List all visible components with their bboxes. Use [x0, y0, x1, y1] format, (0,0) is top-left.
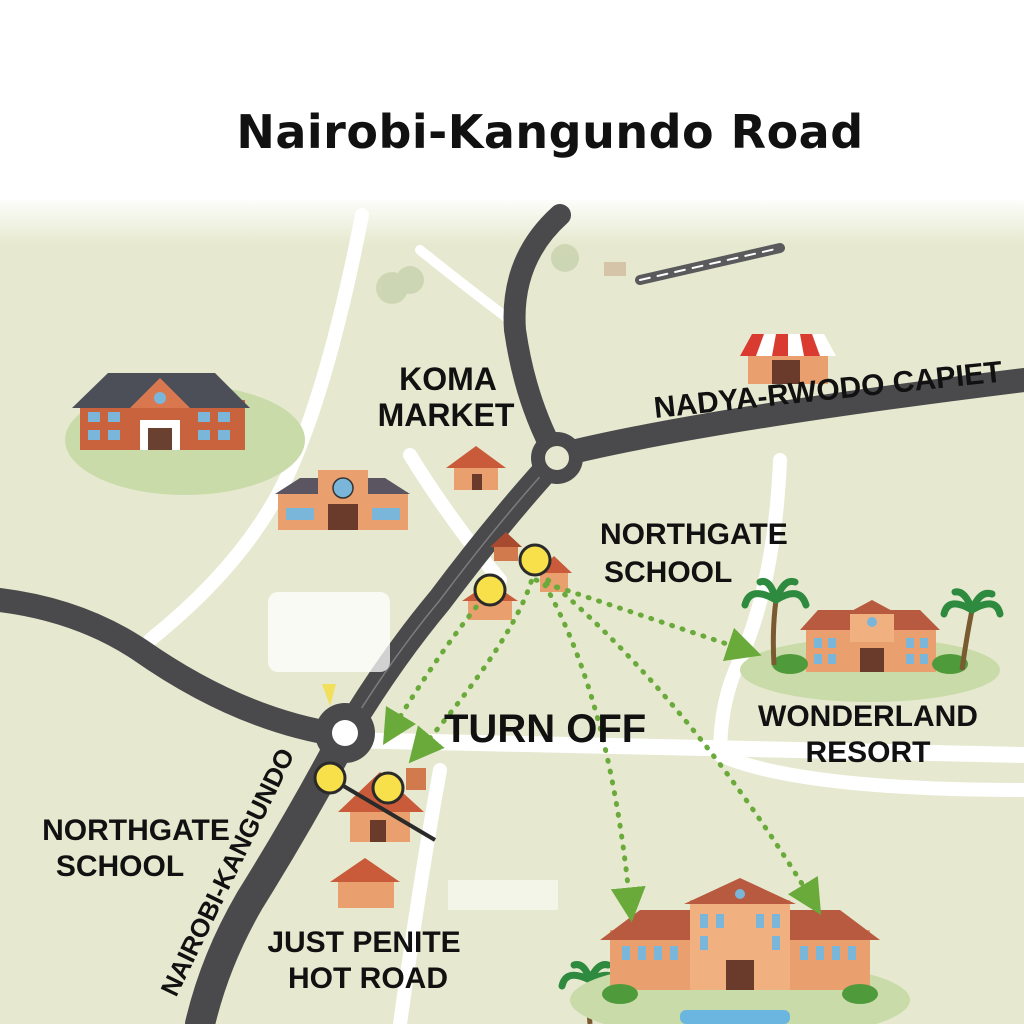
- roundabout-north: [531, 432, 583, 484]
- map-title: Nairobi-Kangundo Road: [236, 105, 864, 159]
- koma-market-building-icon: [275, 470, 410, 530]
- house-small-south-icon: [330, 858, 400, 908]
- dotted-routes: [382, 557, 822, 923]
- wonderland-resort-icon: [740, 600, 1000, 702]
- building-large-left-icon: [65, 373, 305, 495]
- market-stall-icon: [740, 334, 836, 384]
- callout-pointer: [322, 684, 336, 706]
- northgate-school-left-label: NORTHGATE: [42, 814, 230, 847]
- palm-tree-icon: [741, 577, 810, 666]
- location-marker[interactable]: [371, 771, 405, 805]
- blank-callout: [268, 592, 390, 672]
- wonderland-resort-label: RESORT: [805, 736, 930, 769]
- just-penite-hot-road-label: HOT ROAD: [288, 962, 448, 995]
- top-fade: [0, 195, 1024, 245]
- location-marker[interactable]: [473, 573, 507, 607]
- distant-trees: [376, 244, 626, 304]
- location-marker[interactable]: [313, 761, 437, 842]
- roundabout-south: [315, 703, 375, 763]
- koma-market-label: KOMA: [399, 361, 497, 397]
- northgate-school-right-label: SCHOOL: [604, 556, 732, 589]
- large-hotel-icon: [570, 878, 910, 1024]
- northgate-school-right-label: NORTHGATE: [600, 518, 788, 551]
- koma-market-label: MARKET: [378, 397, 515, 433]
- turn-off-label: TURN OFF: [444, 707, 646, 751]
- road-center-lines: [344, 459, 556, 736]
- minor-roads: [143, 208, 1024, 1024]
- main-roads: [0, 204, 1024, 1024]
- blank-patch: [448, 880, 558, 910]
- just-penite-hot-road-label: JUST PENITE: [267, 926, 460, 959]
- wonderland-resort-label: WONDERLAND: [758, 700, 978, 733]
- house-icon: [446, 446, 506, 490]
- northgate-school-left-label: SCHOOL: [56, 850, 184, 883]
- location-marker[interactable]: [518, 543, 552, 577]
- palm-tree-icon: [940, 588, 1004, 671]
